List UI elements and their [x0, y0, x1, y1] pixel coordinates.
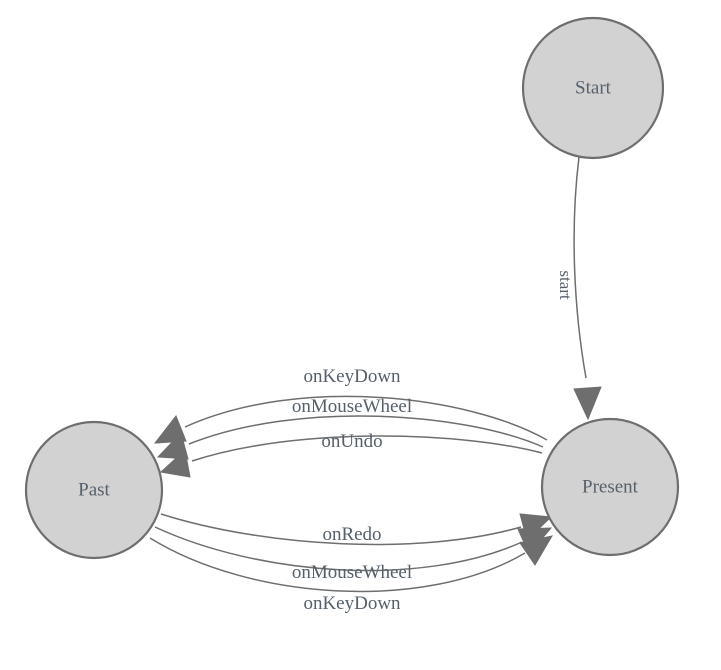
edge-onundo[interactable]: onUndo: [159, 431, 543, 478]
edge-start-label: start: [556, 270, 575, 300]
edge-onmousewheel-undo-arrowhead: [156, 432, 189, 460]
node-start-label: Start: [575, 77, 612, 98]
edge-onkeydown-redo[interactable]: onKeyDown: [149, 535, 554, 614]
node-past[interactable]: Past: [24, 420, 164, 560]
edge-onkeydown-undo-path: [184, 395, 548, 441]
edge-start-arrowhead: [573, 386, 602, 421]
node-past-label: Past: [78, 479, 110, 500]
edge-onredo-label: onRedo: [322, 524, 381, 545]
edge-onkeydown-redo-label: onKeyDown: [303, 593, 401, 614]
node-present-label: Present: [582, 476, 639, 497]
edge-onkeydown-undo-label: onKeyDown: [303, 366, 401, 387]
edge-onmousewheel-redo-label: onMouseWheel: [292, 562, 412, 583]
edge-onredo-path: [160, 513, 522, 546]
node-present-circle: [540, 417, 680, 557]
edge-onmousewheel-redo-path: [154, 526, 523, 572]
edge-start[interactable]: start: [556, 156, 602, 421]
node-start[interactable]: Start: [521, 16, 665, 160]
edge-onkeydown-redo-path: [149, 537, 526, 593]
edge-onmousewheel-undo[interactable]: onMouseWheel: [156, 396, 544, 460]
edge-start-path: [573, 156, 587, 379]
edge-onmousewheel-undo-label: onMouseWheel: [292, 396, 412, 417]
node-present[interactable]: Present: [540, 417, 680, 557]
edge-onundo-label: onUndo: [321, 431, 382, 452]
edge-onkeydown-redo-arrowhead: [519, 535, 554, 566]
edge-onmousewheel-undo-path: [188, 415, 544, 448]
node-past-circle: [24, 420, 164, 560]
node-start-circle: [521, 16, 665, 160]
edge-onredo[interactable]: onRedo: [160, 513, 553, 546]
edge-onundo-path: [191, 435, 543, 462]
edge-onundo-arrowhead: [159, 449, 191, 478]
